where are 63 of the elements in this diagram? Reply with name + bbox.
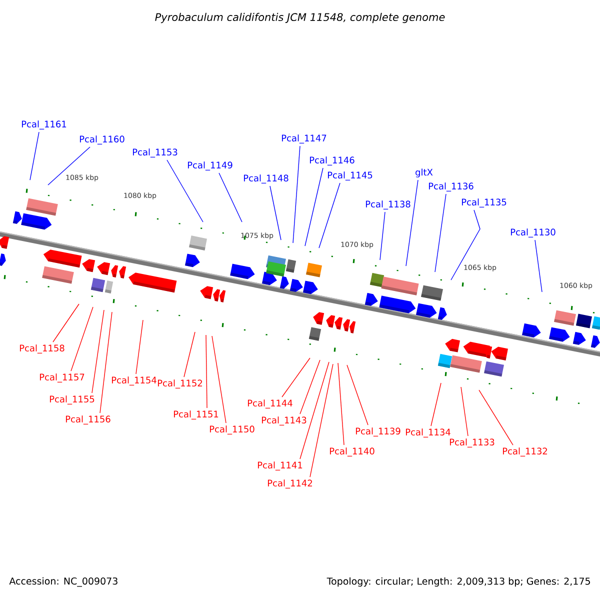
gene-label: Pcal_1139 xyxy=(356,428,400,436)
leader-line xyxy=(100,312,112,414)
gene-label: Pcal_1156 xyxy=(66,416,110,424)
gene-label: Pcal_1142 xyxy=(268,480,312,488)
leader-line xyxy=(450,210,480,280)
leader-line xyxy=(92,310,104,394)
leader-line xyxy=(218,172,242,222)
gene-label: Pcal_1146 xyxy=(310,156,354,166)
leader-line xyxy=(282,358,310,398)
gene-label: Pcal_1140 xyxy=(330,448,374,456)
leader-line xyxy=(184,332,196,378)
gene-label: Pcal_1138 xyxy=(366,200,410,210)
leader-line xyxy=(338,362,344,446)
gene-label: Pcal_1141 xyxy=(258,462,302,470)
accession-note: Accession: NC_009073 xyxy=(9,577,118,587)
leader-line xyxy=(406,180,418,266)
leader-line xyxy=(478,390,514,446)
gene-label: Pcal_1135 xyxy=(462,198,506,208)
leader-line xyxy=(300,362,330,460)
gene-label: Pcal_1157 xyxy=(40,374,84,382)
leader-line xyxy=(212,336,226,424)
gene-label: Pcal_1132 xyxy=(502,448,547,456)
leader-line xyxy=(430,382,442,426)
leader-line xyxy=(300,360,320,414)
leader-line xyxy=(380,212,386,260)
leader-line xyxy=(70,306,94,372)
title: Pyrobaculum calidifontis JCM 11548, complete genome xyxy=(155,12,445,24)
gene-label: Pcal_1154 xyxy=(112,376,156,386)
leader-line xyxy=(52,304,80,342)
leader-line xyxy=(292,146,300,244)
gene-label: Pcal_1161 xyxy=(22,120,66,130)
leader-line xyxy=(136,320,144,374)
gene-label: Pcal_1160 xyxy=(80,136,124,144)
leader-line xyxy=(270,186,282,240)
gene-label: Pcal_1147 xyxy=(282,134,326,144)
leader-line xyxy=(304,168,324,246)
leader-line xyxy=(434,194,446,272)
leader-line xyxy=(206,334,208,408)
gene-label: Pcal_1149 xyxy=(188,162,232,170)
leader-line xyxy=(48,146,90,186)
gene-label: Pcal_1148 xyxy=(244,174,288,184)
leader-line xyxy=(310,364,334,478)
genome-info-note: Topology: circular; Length: 2,009,313 bp; Genes: 2,175 xyxy=(326,577,590,587)
gene-label: Pcal_1134 xyxy=(406,428,450,438)
gene-label: Pcal_1130 xyxy=(510,228,556,238)
leader-line xyxy=(346,364,368,426)
gene-label: Pcal_1158 xyxy=(20,344,64,354)
leader-line xyxy=(460,386,468,436)
gene-label: Pcal_1150 xyxy=(210,426,254,434)
leader-line xyxy=(534,240,542,292)
gene-label: Pcal_1133 xyxy=(450,438,494,448)
leader-line xyxy=(318,182,340,248)
gene-label: Pcal_1144 xyxy=(248,400,292,408)
leader-line xyxy=(166,160,204,222)
gene-label: Pcal_1153 xyxy=(132,148,178,158)
gene-label: gltX xyxy=(416,168,433,178)
gene-label: Pcal_1143 xyxy=(262,416,306,426)
leader-line xyxy=(30,132,40,180)
gene-label: Pcal_1145 xyxy=(328,172,372,180)
gene-label: Pcal_1136 xyxy=(428,182,474,192)
gene-label: Pcal_1155 xyxy=(50,396,94,404)
gene-label: Pcal_1151 xyxy=(174,410,218,420)
gene-label: Pcal_1152 xyxy=(158,380,202,388)
